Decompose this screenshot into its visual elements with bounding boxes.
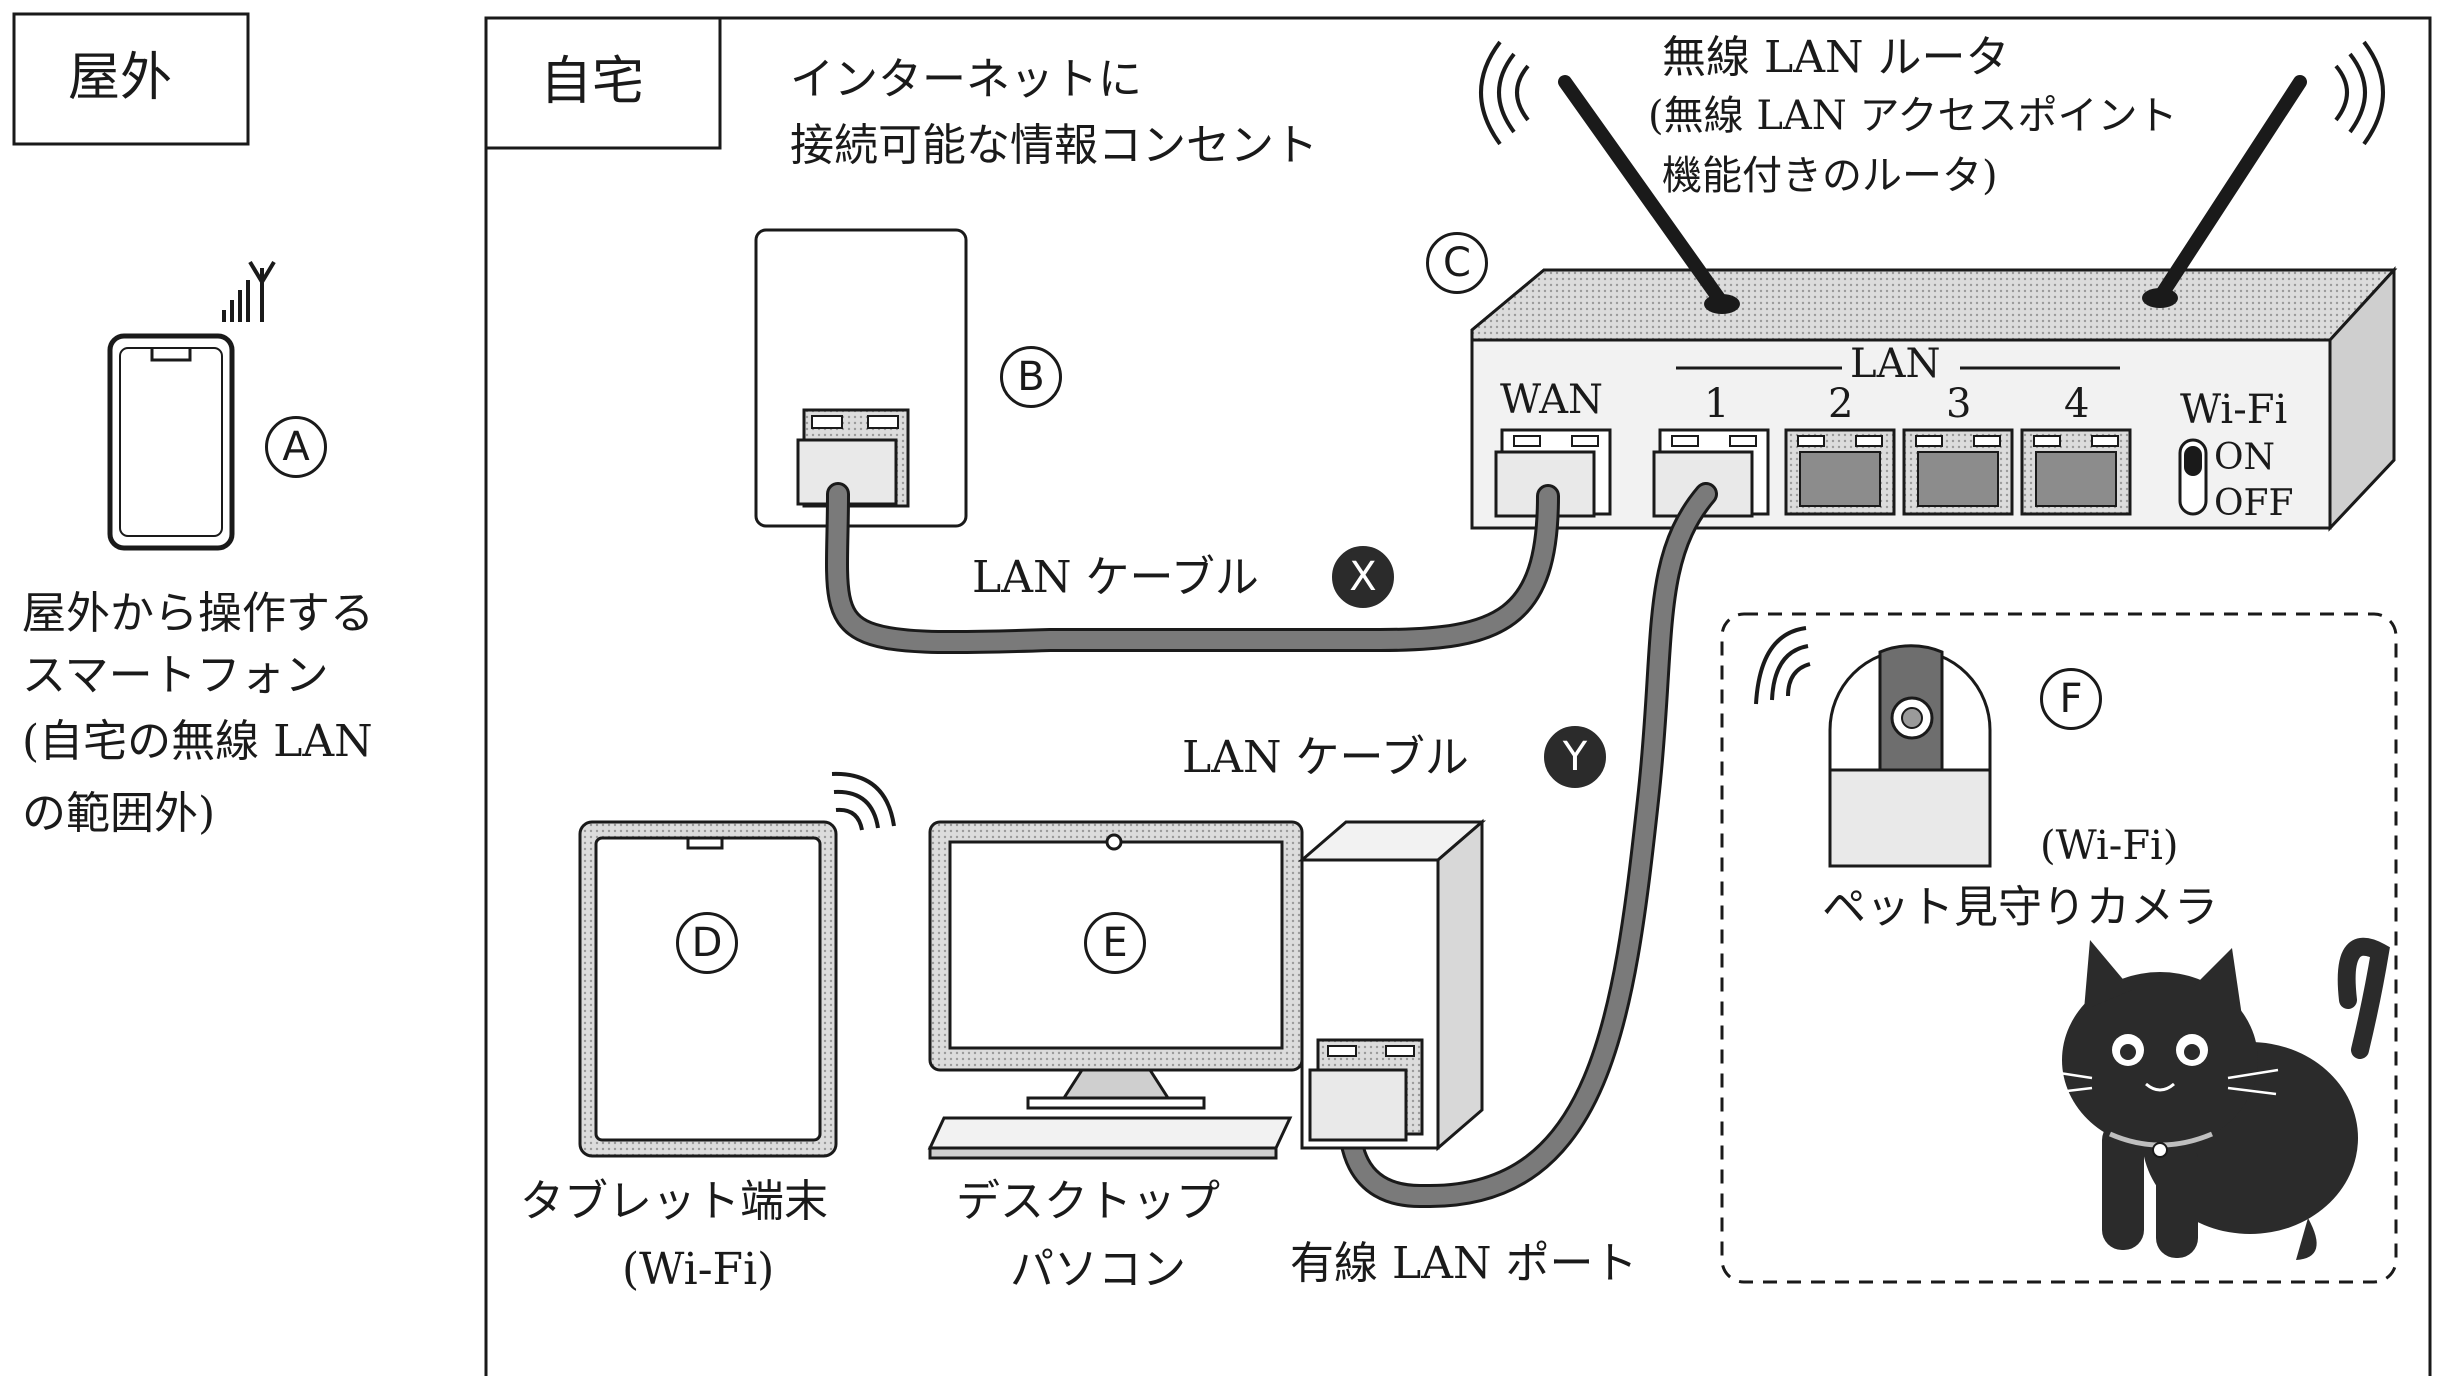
marker-c: C — [1426, 232, 1488, 294]
smartphone-desc-line-1: 屋外から操作する — [22, 588, 374, 639]
pet-camera-icon — [1828, 644, 1992, 868]
home-title-box — [484, 16, 722, 150]
lan-port-2-label: 2 — [1828, 381, 1854, 427]
router-desc-line-2: (無線 LAN アクセスポイント — [1648, 93, 2178, 139]
smartphone-desc-line-4: の範囲外) — [22, 788, 216, 839]
smartphone-icon — [107, 333, 235, 551]
router-desc-line-1: 無線 LAN ルータ — [1662, 32, 2010, 83]
lan-port-1-label: 1 — [1704, 381, 1730, 427]
pc-desc-line-1: デスクトップ — [956, 1176, 1220, 1227]
lan-port-4 — [2020, 428, 2132, 516]
camera-wifi-waves-icon — [1754, 626, 1811, 705]
wifi-off-label: OFF — [2214, 483, 2294, 524]
tablet-wifi-waves-icon — [831, 771, 896, 831]
cat-icon — [2039, 937, 2390, 1260]
keyboard-icon — [927, 1116, 1293, 1160]
marker-x: X — [1332, 546, 1394, 608]
smartphone-desc-line-2: スマートフォン — [22, 650, 329, 701]
outdoor-title: 屋外 — [68, 48, 173, 108]
lan-port-3-label: 3 — [1946, 381, 1972, 427]
marker-y: Y — [1544, 726, 1606, 788]
wifi-switch-label: Wi-Fi — [2180, 387, 2288, 433]
marker-f: F — [2040, 668, 2102, 730]
marker-a: A — [265, 416, 327, 478]
wifi-toggle-switch — [2178, 438, 2208, 516]
lan-port-3 — [1902, 428, 2014, 516]
pet-camera-area — [1720, 612, 2398, 1284]
router-wifi-waves-icon — [1479, 40, 2385, 146]
marker-d: D — [676, 912, 738, 974]
marker-e: E — [1084, 912, 1146, 974]
home-title: 自宅 — [540, 52, 645, 112]
cable-y-label: LAN ケーブル — [1182, 732, 1469, 783]
lan-port-4-label: 4 — [2064, 381, 2090, 427]
pc-tower-icon — [1297, 818, 1487, 1152]
marker-b: B — [1000, 346, 1062, 408]
wan-port-label: WAN — [1500, 377, 1604, 423]
tablet-icon — [578, 820, 838, 1158]
tablet-desc-line-1: タブレット端末 — [520, 1176, 828, 1227]
lan-cable-x-fill — [827, 485, 1557, 652]
lan-cable-y-fill — [1339, 485, 1715, 1205]
wall-outlet-icon — [754, 228, 968, 528]
home-frame — [484, 16, 2432, 1376]
pc-desc-line-2: パソコン — [1010, 1244, 1186, 1295]
lan-group-label: LAN — [1850, 341, 1941, 387]
cable-x-label: LAN ケーブル — [972, 552, 1259, 603]
outlet-desc-line-1: インターネットに — [790, 54, 1142, 105]
tablet-desc-line-2: (Wi-Fi) — [622, 1244, 775, 1295]
router-desc-line-3: 機能付きのルータ) — [1662, 153, 1998, 199]
camera-desc-label: ペット見守りカメラ — [1822, 882, 2218, 933]
wired-port-label: 有線 LAN ポート — [1290, 1238, 1638, 1289]
cell-signal-icon — [222, 260, 276, 322]
lan-port-2 — [1784, 428, 1896, 516]
smartphone-desc-line-3: (自宅の無線 LAN — [22, 716, 373, 767]
camera-wifi-label: (Wi-Fi) — [2040, 823, 2179, 869]
outdoor-title-box — [12, 12, 250, 146]
wifi-on-label: ON — [2214, 437, 2276, 478]
outlet-desc-line-2: 接続可能な情報コンセント — [790, 120, 1318, 171]
